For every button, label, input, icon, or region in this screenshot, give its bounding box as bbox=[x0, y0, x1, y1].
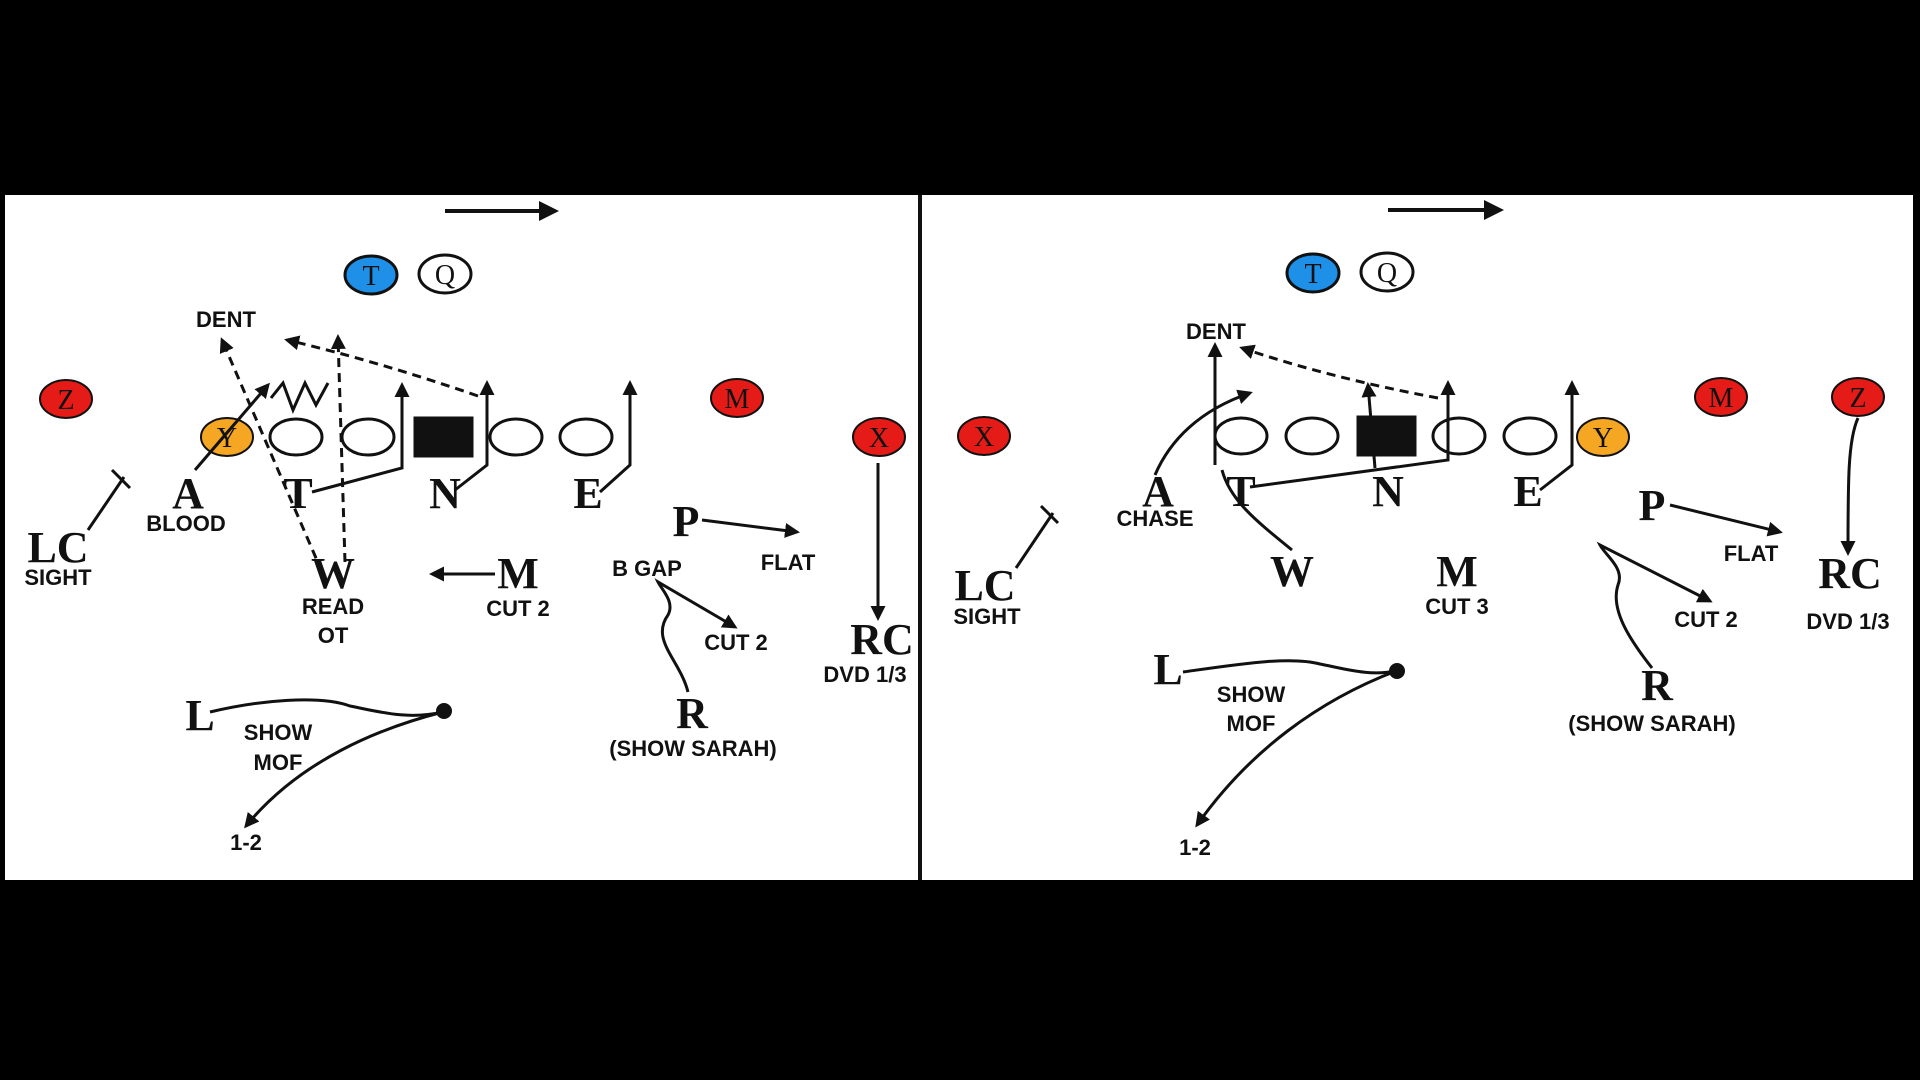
l-drop-point-right bbox=[1389, 663, 1405, 679]
defender-r: R bbox=[676, 689, 709, 738]
svg-text:M: M bbox=[1709, 383, 1734, 414]
defender-lc-note: SIGHT bbox=[24, 565, 92, 590]
right-panel: T Q X Y M Z bbox=[922, 195, 1913, 880]
offense-chip-x-right: X bbox=[957, 416, 1011, 456]
defender-r-right-note: (SHOW SARAH) bbox=[1568, 711, 1735, 736]
svg-text:Z: Z bbox=[1849, 383, 1866, 414]
defender-lc: LC bbox=[27, 523, 88, 572]
left-panel: T Q Z M X Y bbox=[5, 195, 918, 880]
right-field bbox=[922, 195, 1913, 880]
l-drop-point bbox=[436, 703, 452, 719]
offense-chip-m-right: M bbox=[1694, 377, 1748, 417]
defender-rc: RC bbox=[850, 615, 914, 664]
svg-text:X: X bbox=[974, 422, 994, 453]
label-dent: DENT bbox=[196, 307, 256, 332]
defender-p-note: FLAT bbox=[761, 550, 816, 575]
defender-w-note: READ bbox=[302, 594, 364, 619]
defender-l-note: SHOW bbox=[244, 720, 313, 745]
defender-lc-right-note: SIGHT bbox=[953, 604, 1021, 629]
svg-text:Q: Q bbox=[435, 260, 455, 291]
defender-l-right: L bbox=[1153, 645, 1182, 694]
svg-text:Q: Q bbox=[1377, 258, 1397, 289]
defender-rc-right: RC bbox=[1818, 549, 1882, 598]
defender-r-right: R bbox=[1641, 661, 1674, 710]
defender-p-right: P bbox=[1639, 481, 1666, 530]
offense-chip-y: Y bbox=[200, 417, 254, 457]
defender-r-note: (SHOW SARAH) bbox=[609, 736, 776, 761]
offense-chip-x: X bbox=[852, 417, 906, 457]
label-l-drop-right: 1-2 bbox=[1179, 835, 1211, 860]
offense-chip-t: T bbox=[343, 254, 399, 296]
defender-w-right: W bbox=[1270, 547, 1314, 596]
svg-text:M: M bbox=[725, 384, 750, 415]
offense-chip-q-right: Q bbox=[1359, 251, 1415, 293]
defender-rc-right-note: DVD 1/3 bbox=[1806, 609, 1889, 634]
offensive-line-right bbox=[1213, 415, 1558, 457]
left-field bbox=[5, 195, 918, 880]
defender-l: L bbox=[185, 691, 214, 740]
defender-lc-right: LC bbox=[954, 561, 1015, 610]
defense-assignments-right bbox=[1014, 342, 1860, 828]
defender-n-right: N bbox=[1372, 467, 1404, 516]
defender-m-right: M bbox=[1436, 547, 1478, 596]
defender-m-right-note: CUT 3 bbox=[1425, 594, 1489, 619]
defender-t-right: T bbox=[1226, 467, 1255, 516]
defender-a-right-note: CHASE bbox=[1116, 506, 1193, 531]
defender-m: M bbox=[497, 549, 539, 598]
label-r-cut-right: CUT 2 bbox=[1674, 607, 1738, 632]
panel-divider bbox=[918, 195, 922, 880]
defender-a-right: A bbox=[1142, 467, 1174, 516]
svg-text:X: X bbox=[869, 423, 889, 454]
defense-assignments bbox=[86, 334, 886, 829]
svg-text:T: T bbox=[1304, 259, 1321, 290]
defender-l-right-note: SHOW bbox=[1217, 682, 1286, 707]
defender-p: P bbox=[673, 497, 700, 546]
defender-e-right: E bbox=[1513, 467, 1542, 516]
offense-chip-q: Q bbox=[417, 253, 473, 295]
defender-a: A bbox=[172, 469, 204, 518]
defender-l-right-note-2: MOF bbox=[1227, 711, 1276, 736]
label-dent-right: DENT bbox=[1186, 319, 1246, 344]
defender-p-right-note: FLAT bbox=[1724, 541, 1779, 566]
defender-rc-note: DVD 1/3 bbox=[823, 662, 906, 687]
defender-a-note: BLOOD bbox=[146, 511, 225, 536]
defender-m-note: CUT 2 bbox=[486, 596, 550, 621]
svg-text:T: T bbox=[362, 261, 379, 292]
defender-t: T bbox=[283, 469, 312, 518]
svg-text:Y: Y bbox=[1593, 423, 1613, 454]
label-l-drop: 1-2 bbox=[230, 830, 262, 855]
defender-n: N bbox=[429, 469, 461, 518]
defender-e: E bbox=[573, 469, 602, 518]
defender-w-note-2: OT bbox=[318, 623, 349, 648]
offense-chip-y-right: Y bbox=[1576, 417, 1630, 457]
offense-chip-z-right: Z bbox=[1831, 377, 1885, 417]
label-b-gap: B GAP bbox=[612, 556, 682, 581]
label-r-cut: CUT 2 bbox=[704, 630, 768, 655]
svg-text:Y: Y bbox=[217, 423, 237, 454]
offense-chip-z: Z bbox=[39, 379, 93, 419]
offensive-line bbox=[268, 416, 614, 458]
defender-w: W bbox=[311, 549, 355, 598]
offense-chip-t-right: T bbox=[1285, 252, 1341, 294]
svg-text:Z: Z bbox=[57, 385, 74, 416]
defender-l-note-2: MOF bbox=[254, 750, 303, 775]
offense-chip-m: M bbox=[710, 378, 764, 418]
